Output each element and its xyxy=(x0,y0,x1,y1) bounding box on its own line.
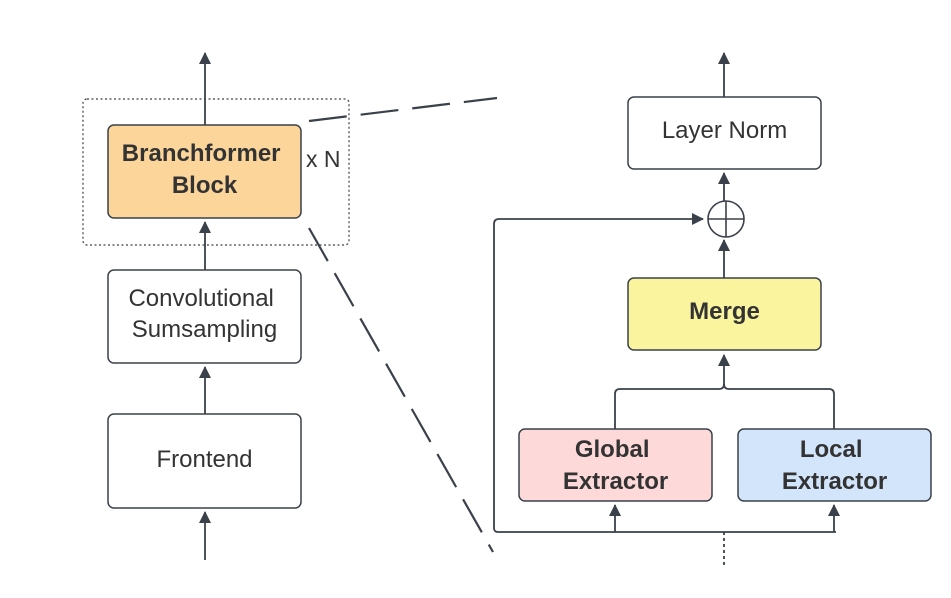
add-circle-icon xyxy=(707,200,745,238)
repeat-count-label: x N xyxy=(306,146,341,172)
local-extractor-line2: Extractor xyxy=(782,468,887,495)
global-extractor-node: Global Extractor xyxy=(518,428,713,502)
global-extractor-line2: Extractor xyxy=(563,468,668,495)
convolutional-subsampling-node: Convolutional Sumsampling xyxy=(107,269,302,364)
branchformer-block-line1: Branchformer xyxy=(122,140,281,167)
convolutional-subsampling-line1: Convolutional xyxy=(128,285,273,312)
global-extractor-to-merge-connector xyxy=(614,383,725,429)
residual-connection xyxy=(493,213,704,533)
convolutional-subsampling-label: Convolutional Sumsampling xyxy=(128,285,280,343)
merge-node: Merge xyxy=(627,277,822,351)
frontend-node: Frontend xyxy=(107,413,302,509)
branchformer-block-node: Branchformer Block xyxy=(107,124,302,219)
zoom-connector-bottom xyxy=(308,227,494,553)
branchformer-block-label: Branchformer Block xyxy=(122,140,287,199)
zoom-connector-top xyxy=(308,96,498,123)
convolutional-subsampling-line2: Sumsampling xyxy=(132,316,277,343)
local-extractor-node: Local Extractor xyxy=(737,428,932,502)
global-extractor-label: Global Extractor xyxy=(563,436,668,495)
layer-norm-label: Layer Norm xyxy=(662,117,787,144)
global-extractor-line1: Global xyxy=(575,436,650,463)
frontend-label: Frontend xyxy=(156,446,252,473)
local-extractor-to-merge-connector xyxy=(723,383,835,429)
branchformer-block-line2: Block xyxy=(172,172,238,199)
repeat-container xyxy=(82,98,350,246)
local-extractor-label: Local Extractor xyxy=(782,436,887,495)
layer-norm-node: Layer Norm xyxy=(627,96,822,170)
local-extractor-line1: Local xyxy=(800,436,863,463)
merge-label: Merge xyxy=(689,298,760,325)
